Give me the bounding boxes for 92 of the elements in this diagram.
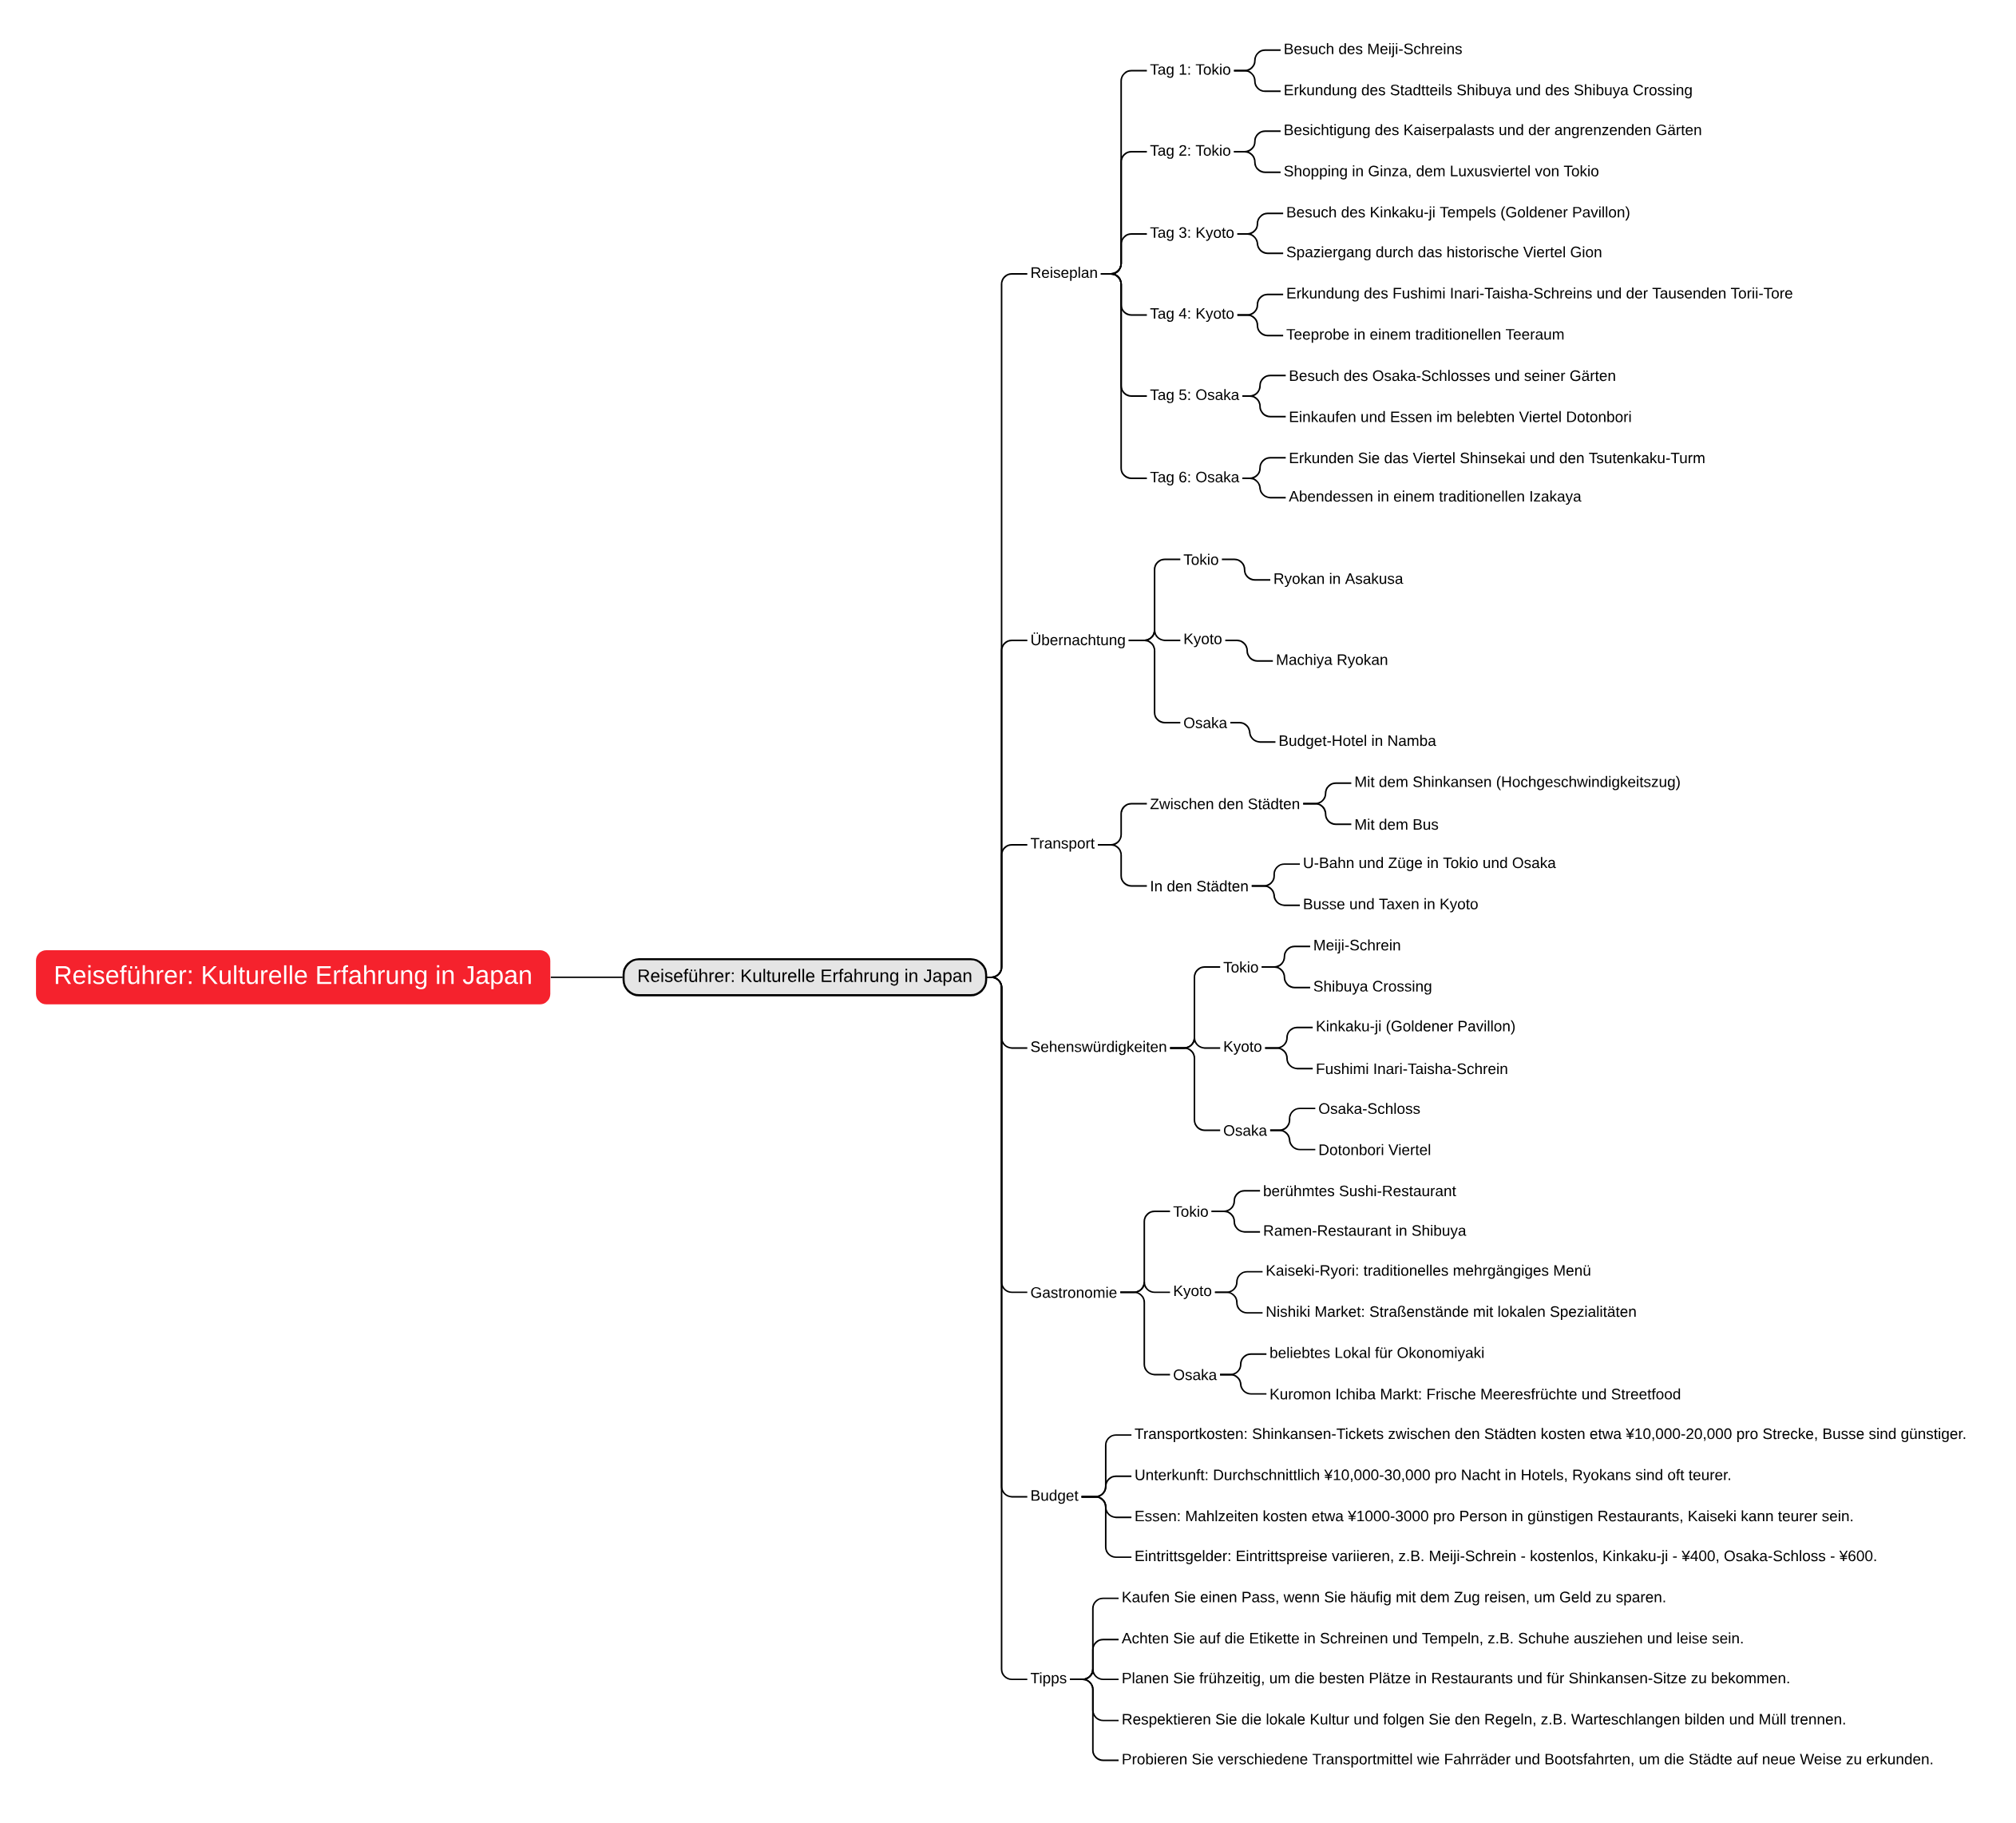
branch-line [1069,1678,1119,1762]
branch-line [1119,1291,1171,1376]
topic-label: Budget-Hotel in Namba [1279,735,1436,749]
branch-line [1233,69,1281,93]
topic-label: Erkundung des Fushimi Inari-Taisha-Schreins und der Tausenden Torii-Tore [1287,287,1792,302]
topic-label: Besuch des Osaka-Schlosses und seiner Gärten [1289,370,1615,381]
topic-label: Erkundung des Stadtteils Shibuya und des Shibuya Crossing [1285,84,1692,98]
branch-line [1080,1496,1133,1558]
branch-line [1302,803,1353,825]
topic-label: Osaka [1224,1124,1267,1136]
topic-label: Abendessen in einem traditionellen Izakaya [1289,490,1582,505]
topic-label: Übernachtung [1032,632,1125,648]
topic-label: Mit dem Shinkansen (Hochgeschwindigkeitszug) [1355,775,1680,791]
topic-label: Tag 1: Tokio [1150,63,1230,78]
topic-label: Kaiseki-Ryori: traditionelles mehrgängiges Menü [1266,1264,1590,1279]
topic-label: Besichtigung des Kaiserpalasts und der angrenzenden Gärten [1285,124,1701,138]
topic-label: Dotonbori Viertel [1319,1143,1431,1155]
topic-label: Kaufen Sie einen Pass, wenn Sie häufig mit dem Zug reisen, um Geld zu sparen. [1123,1591,1665,1606]
branch-line [1242,477,1287,498]
topic-label: Busse und Taxen in Kyoto [1304,898,1478,913]
topic-label: Tag 6: Osaka [1150,471,1240,485]
topic-label: Fushimi Inari-Taisha-Schrein [1317,1063,1507,1074]
topic-label: In den Städten [1151,880,1248,892]
topic-label: Osaka [1174,1369,1218,1381]
topic-label: Kyoto [1184,633,1222,648]
topic-label: Osaka [1184,716,1228,728]
topic-label: Tokio [1173,1205,1208,1217]
topic-label: Spaziergang durch das historische Viertel Gion [1286,246,1602,260]
topic-label: Transport [1030,838,1095,852]
topic-label: Respektieren Sie die lokale Kultur und folgen Sie den Regeln, z.B. Warteschlangen bilden und Müll trennen. [1123,1713,1845,1728]
topic-label: Tag 3: Kyoto [1150,227,1234,241]
branch-line [1261,965,1311,989]
topic-label: beliebtes Lokal für Okonomiyaki [1270,1346,1484,1361]
branch-line [1264,1047,1314,1069]
topic-label: Einkaufen und Essen im belebten Viertel Dotonbori [1289,410,1631,422]
topic-label: Tipps [1030,1672,1067,1686]
topic-label: Eintrittsgelder: Eintrittspreise variieren, z.B. Meiji-Schrein - kostenlos, Kinkaku-ji - ¥400, Osaka-Schloss - ¥600. [1135,1550,1876,1564]
central-topic-box: Reiseführer: Kulturelle Erfahrung in Japan [622,957,988,997]
topic-label: Erkunden Sie das Viertel Shinsekai und den Tsutenkaku-Turm [1289,452,1705,464]
branch-line [1099,272,1148,479]
topic-label: Tokio [1183,553,1218,565]
branch-line [1210,1210,1261,1233]
topic-label: Tag 4: Kyoto [1150,307,1234,322]
topic-label: Gastronomie [1031,1286,1117,1298]
topic-label: Kyoto [1224,1040,1261,1055]
topic-label: Essen: Mahlzeiten kosten etwa ¥1000-3000 pro Person in günstigen Restaurants, Kaiseki kann teurer sein. [1135,1510,1853,1524]
branch-line [1224,639,1274,662]
topic-label: Meiji-Schrein [1314,939,1400,953]
topic-label: Tag 5: Osaka [1150,388,1240,403]
topic-label: Osaka-Schloss [1319,1102,1420,1114]
branch-line [1236,314,1285,337]
topic-label: Kyoto [1174,1285,1212,1299]
topic-label: Probieren Sie verschiedene Transportmittel wie Fahrräder und Bootsfahrten, um die Städte auf neue Weise zu erkunden. [1123,1753,1933,1768]
topic-label: Transportkosten: Shinkansen-Tickets zwischen den Städten kosten etwa ¥10,000-20,000 pro Strecke, Busse sind günstiger. [1135,1428,1966,1442]
branch-line [1127,639,1182,723]
topic-label: Ryokan in Asakusa [1274,573,1404,587]
branch-line [1236,232,1285,254]
topic-label: Planen Sie frühzeitig, um die besten Plätze in Restaurants und für Shinkansen-Sitze zu bekommen. [1123,1672,1789,1686]
topic-label: Reiseplan [1032,266,1097,281]
branch-line [549,976,624,978]
topic-label: Mit dem Bus [1355,818,1439,830]
topic-label: Besuch des Kinkaku-ji Tempels (Goldener Pavillon) [1287,206,1630,220]
topic-label: Tag 2: Tokio [1150,144,1230,159]
topic-label: Machiya Ryokan [1277,653,1388,668]
topic-label: U-Bahn und Züge in Tokio und Osaka [1304,857,1556,871]
branch-line [1221,558,1271,581]
topic-label: Zwischen den Städten [1150,798,1300,810]
branch-line [1250,885,1301,906]
topic-label: Besuch des Meiji-Schreins [1285,42,1462,57]
branch-line [986,976,1028,1680]
topic-label: Budget [1032,1489,1079,1504]
topic-label: Tokio [1223,961,1258,973]
root-topic-box: Reiseführer: Kulturelle Erfahrung in Japan [36,949,551,1005]
topic-label: Kinkaku-ji (Goldener Pavillon) [1317,1020,1515,1035]
branch-line [1219,1373,1268,1395]
topic-label: Sehenswürdigkeiten [1031,1040,1166,1056]
branch-line [1242,394,1287,418]
branch-line [1269,1129,1317,1151]
branch-line [1214,1291,1264,1314]
topic-label: Teeprobe in einem traditionellen Teeraum [1286,328,1564,343]
topic-label: Shopping in Ginza, dem Luxusviertel von Tokio [1284,164,1598,180]
topic-label: Nishiki Market: Straßenstände mit lokalen Spezialitäten [1266,1306,1636,1320]
topic-label: berühmtes Sushi-Restaurant [1264,1185,1456,1196]
topic-label: Shibuya Crossing [1313,980,1432,995]
topic-label: Kuromon Ichiba Markt: Frische Meeresfrüchte und Streetfood [1270,1388,1681,1400]
topic-label: Unterkunft: Durchschnittlich ¥10,000-30,000 pro Nacht in Hotels, Ryokans sind oft teurer. [1135,1468,1730,1484]
branch-line [1230,721,1277,743]
branch-line [1097,843,1148,887]
topic-label: Achten Sie auf die Etikette in Schreinen und Tempeln, z.B. Schuhe ausziehen und leise sein. [1121,1632,1743,1647]
branch-line [1233,150,1281,173]
branch-line [1169,1047,1222,1131]
topic-label: Ramen-Restaurant in Shibuya [1264,1224,1467,1239]
